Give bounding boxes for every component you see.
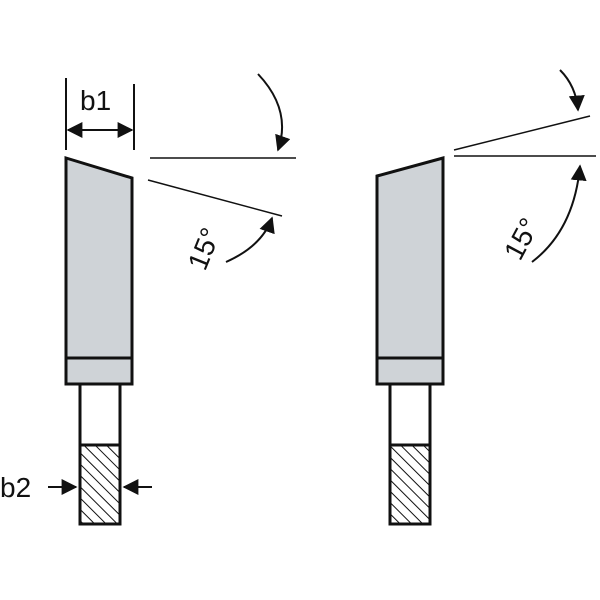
right-tooth-body	[375, 156, 445, 386]
right-angle-arc	[559, 69, 585, 112]
right-tooth: 15°	[375, 69, 596, 526]
left-tooth: b1 b2 15°	[0, 73, 296, 526]
right-angle-arc-lower	[531, 164, 587, 263]
left-angle-label: 15°	[182, 223, 227, 274]
right-shank-hatch	[388, 443, 432, 526]
left-angle-arc-lower	[225, 216, 275, 263]
b1-label: b1	[80, 85, 111, 116]
b2-label: b2	[0, 472, 31, 503]
left-tooth-body	[64, 155, 134, 386]
right-bevel-reference	[453, 115, 591, 151]
left-bevel-reference	[147, 179, 283, 217]
left-shank-hatch	[78, 443, 122, 526]
left-angle-arc	[257, 73, 291, 152]
